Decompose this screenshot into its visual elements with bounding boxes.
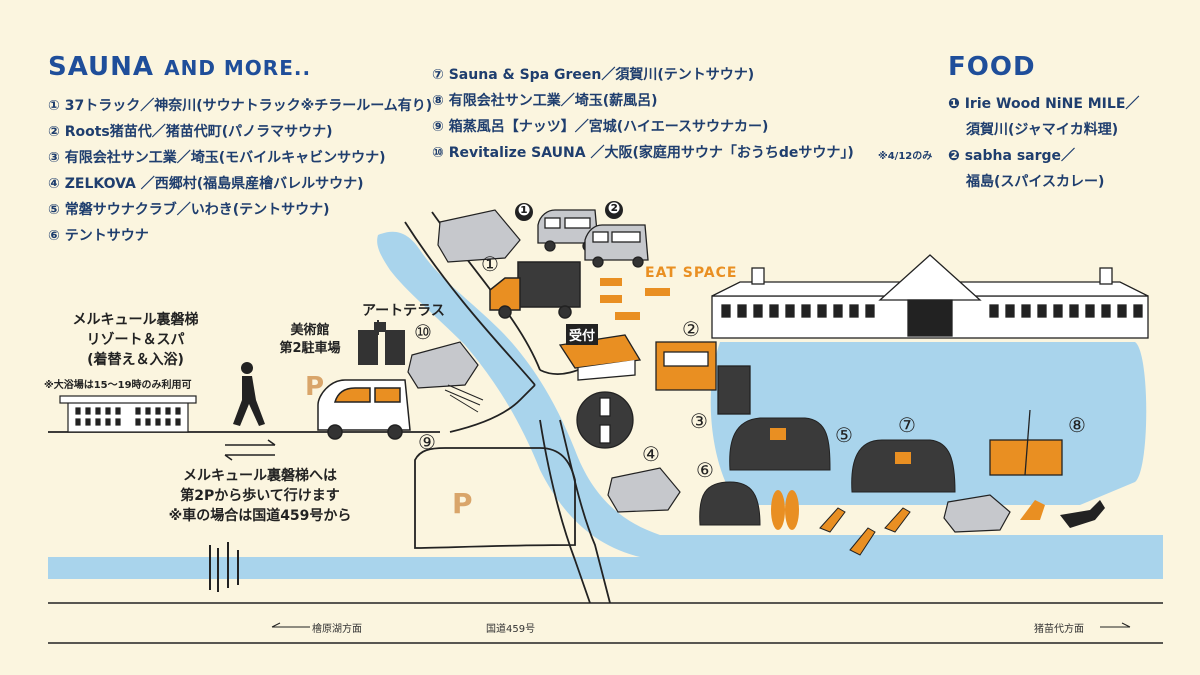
marker-7: ⑦ xyxy=(898,413,916,437)
sauna-truck xyxy=(489,261,581,319)
sauna-heading: SAUNA AND MORE.. xyxy=(48,52,311,82)
museum-line-2: 第2駐車場 xyxy=(279,341,341,356)
sauna-item-7: ⑦ Sauna & Spa Green／須賀川(テントサウナ) xyxy=(432,67,755,83)
sauna-item-2: ② Roots猪苗代／猪苗代町(パノラマサウナ) xyxy=(48,124,333,140)
tent-dark-7 xyxy=(851,439,956,493)
stairs xyxy=(444,384,484,413)
walk-note: メルキュール裏磐梯へは 第2Pから歩いて行けます ※車の場合は国道459号から xyxy=(140,466,380,526)
car-icon xyxy=(317,379,411,440)
marker-5: ⑤ xyxy=(835,423,853,447)
tent-grey-4 xyxy=(607,467,681,513)
main-building xyxy=(711,254,1149,339)
sauna-heading-suffix: AND MORE.. xyxy=(164,56,312,80)
resort-note: ※大浴場は15～19時のみ利用可 xyxy=(44,380,192,391)
wood-bath-8 xyxy=(989,409,1063,476)
walk-line-2: 第2Pから歩いて行けます xyxy=(180,488,340,504)
art-terrace-label: アートテラス xyxy=(362,303,445,319)
road-label-left: 檜原湖方面 xyxy=(312,624,362,635)
tent-grey-1 xyxy=(437,209,521,263)
sauna-item-5: ⑤ 常磐サウナクラブ／いわき(テントサウナ) xyxy=(48,202,330,218)
reception-label: 受付 xyxy=(566,324,599,345)
resort-line-3: (着替え＆入浴) xyxy=(87,352,184,368)
food-item-2-line2: 福島(スパイスカレー) xyxy=(966,174,1105,190)
tent-dark-6 xyxy=(699,481,761,526)
marker-1: ① xyxy=(481,252,499,276)
road-label-right: 猪苗代方面 xyxy=(1034,624,1084,635)
marker-10: ⑩ xyxy=(414,320,432,344)
sauna-cabin-2 xyxy=(655,341,751,415)
sauna-item-9: ⑨ 箱蒸風呂【ナッツ】／宮城(ハイエースサウナカー) xyxy=(432,119,769,135)
art-terrace-icon xyxy=(358,320,405,365)
barrel-sauna xyxy=(576,391,634,449)
food-item-1-line1: ❶ Irie Wood NiNE MILE／ xyxy=(948,96,1140,112)
parking-mark-2: P xyxy=(452,487,473,520)
sauna-item-6: ⑥ テントサウナ xyxy=(48,228,149,244)
people-icons xyxy=(771,490,799,530)
eat-space-label: EAT SPACE xyxy=(645,265,738,281)
museum-line-1: 美術館 xyxy=(290,323,330,338)
sauna-item-8: ⑧ 有限会社サン工業／埼玉(薪風呂) xyxy=(432,93,658,109)
food-van-2 xyxy=(584,224,649,268)
food-marker-2 xyxy=(605,201,623,219)
resort-label: メルキュール裏磐梯 リゾート＆スパ (着替え＆入浴) xyxy=(48,310,223,370)
museum-parking-label: 美術館 第2駐車場 xyxy=(270,322,350,358)
marker-9: ⑨ xyxy=(418,430,436,454)
walking-person-icon xyxy=(233,362,265,426)
marker-8: ⑧ xyxy=(1068,413,1086,437)
marker-6: ⑥ xyxy=(696,458,714,482)
tent-tag-3 xyxy=(770,428,786,440)
food-item-1-line2: 須賀川(ジャマイカ料理) xyxy=(966,122,1119,138)
sauna-item-1: ① 37トラック／神奈川(サウナトラック※チラールーム有り) xyxy=(48,98,433,114)
food-marker-2-label: ❷ xyxy=(607,199,621,217)
sauna-item-3: ③ 有限会社サン工業／埼玉(モバイルキャビンサウナ) xyxy=(48,150,386,166)
food-item-2-line1: ❷ sabha sarge／ xyxy=(948,148,1076,164)
resort-building xyxy=(59,395,197,433)
walk-line-3: ※車の場合は国道459号から xyxy=(168,508,352,524)
sauna-item-10: ⑩ Revitalize SAUNA ／大阪(家庭用サウナ「おうちdeサウナ」) xyxy=(432,145,854,161)
sauna-heading-main: SAUNA xyxy=(48,52,155,82)
food-marker-1-label: ❶ xyxy=(517,201,531,219)
tent-grey-8b xyxy=(943,494,1011,533)
dog-icons xyxy=(1020,500,1105,528)
road-arrow-right xyxy=(1100,622,1131,628)
reeds-icon xyxy=(209,542,239,592)
sauna-item-10-note: ※4/12のみ xyxy=(878,151,933,162)
eat-space-tables xyxy=(600,278,670,320)
sauna-item-4: ④ ZELKOVA ／西郷村(福島県産檜バレルサウナ) xyxy=(48,176,364,192)
parking-mark-1: P xyxy=(305,372,324,402)
resort-line-1: メルキュール裏磐梯 xyxy=(72,312,199,328)
marker-2: ② xyxy=(682,317,700,341)
tent-dark-3 xyxy=(729,417,831,471)
marker-3: ③ xyxy=(690,409,708,433)
walk-arrow-icon xyxy=(224,439,276,461)
food-heading: FOOD xyxy=(948,52,1036,82)
walk-line-1: メルキュール裏磐梯へは xyxy=(183,468,337,484)
tent-tag-7 xyxy=(895,452,911,464)
road-label-center: 国道459号 xyxy=(486,624,536,635)
road-arrow-left xyxy=(271,622,310,628)
tent-grey-10 xyxy=(407,341,479,389)
food-marker-1 xyxy=(515,203,533,221)
marker-4: ④ xyxy=(642,442,660,466)
chairs xyxy=(819,507,911,556)
river-bottom xyxy=(48,557,1163,579)
resort-line-2: リゾート＆スパ xyxy=(86,332,185,348)
